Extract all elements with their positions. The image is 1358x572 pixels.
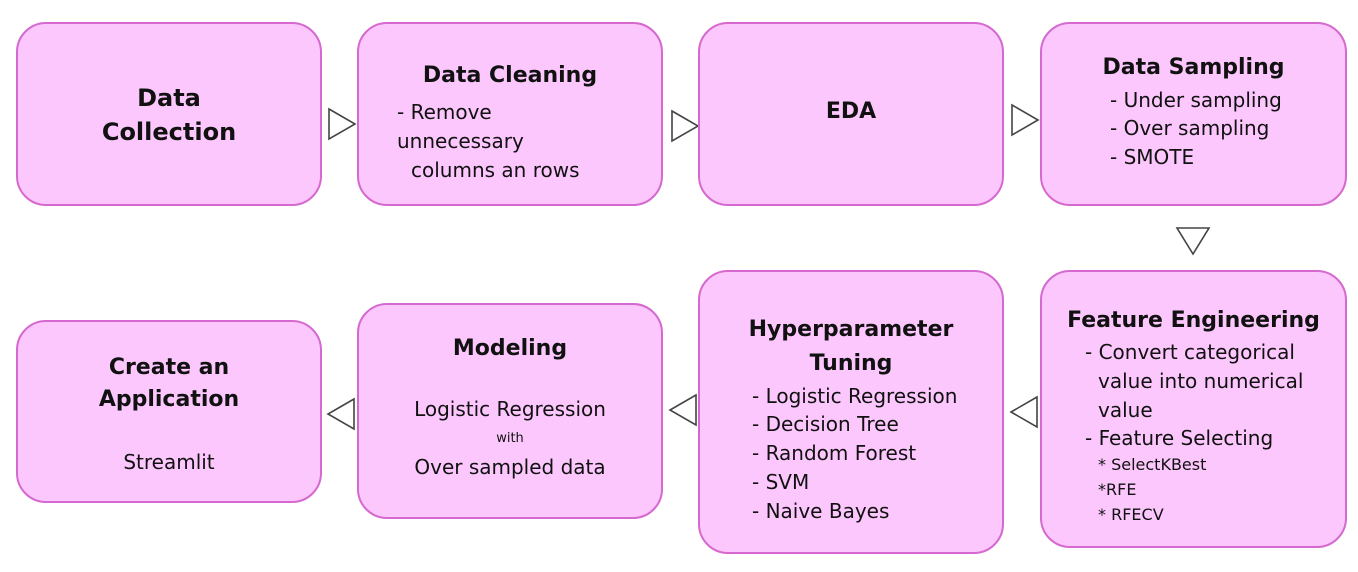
step-line: unnecessary [397, 129, 524, 153]
arrow-left-icon [326, 397, 355, 431]
step-hyperparameter-tuning: Hyperparameter Tuning - Logistic Regress… [698, 270, 1004, 554]
step-line: Logistic Regression [414, 397, 606, 421]
step-line: - Decision Tree [752, 412, 899, 436]
step-line: value [1098, 398, 1153, 422]
step-eda: EDA [698, 22, 1004, 206]
step-title: Hyperparameter [748, 317, 954, 342]
arrow-right-icon [328, 107, 357, 141]
step-line: value into numerical [1098, 369, 1304, 393]
step-line: - Feature Selecting [1085, 426, 1274, 450]
step-feature-engineering: Feature Engineering - Convert categorica… [1040, 270, 1347, 548]
step-line: - Remove [397, 100, 492, 124]
step-sub-item: * SelectKBest [1098, 455, 1207, 474]
step-title: Application [98, 387, 240, 412]
arrow-right-icon [671, 109, 700, 143]
step-line: - Over sampling [1110, 116, 1270, 140]
step-modeling: Modeling Logistic Regression with Over s… [357, 303, 663, 519]
step-data-sampling: Data Sampling - Under sampling - Over sa… [1040, 22, 1347, 206]
step-data-cleaning: Data Cleaning - Remove unnecessary colum… [357, 22, 663, 206]
arrow-left-icon [668, 393, 697, 427]
step-title: Data [137, 84, 201, 112]
step-line: columns an rows [411, 158, 580, 182]
step-data-collection: Data Collection [16, 22, 322, 206]
step-sub-item: * RFECV [1098, 505, 1164, 524]
step-line: Streamlit [123, 450, 215, 474]
step-title: Data Cleaning [422, 63, 598, 88]
step-title: Tuning [809, 351, 893, 376]
step-title: Data Sampling [1102, 55, 1285, 80]
step-title: EDA [825, 99, 877, 124]
arrow-right-icon [1011, 103, 1040, 137]
step-title: Collection [101, 118, 237, 146]
step-create-application: Create an Application Streamlit [16, 320, 322, 503]
arrow-down-icon [1175, 227, 1211, 256]
step-line: - SVM [752, 470, 810, 494]
step-line: - Random Forest [752, 441, 917, 465]
step-title: Feature Engineering [1067, 308, 1320, 333]
step-line: - Convert categorical [1085, 340, 1295, 364]
step-sub-item: *RFE [1098, 480, 1137, 499]
step-line: with [496, 431, 524, 446]
step-line: - Logistic Regression [752, 384, 958, 408]
step-title: Create an [108, 355, 230, 380]
step-line: - Under sampling [1110, 88, 1282, 112]
step-line: - Naive Bayes [752, 499, 890, 523]
step-title: Modeling [452, 336, 568, 361]
step-line: - SMOTE [1110, 145, 1195, 169]
step-line: Over sampled data [414, 455, 606, 479]
arrow-left-icon [1009, 395, 1038, 429]
